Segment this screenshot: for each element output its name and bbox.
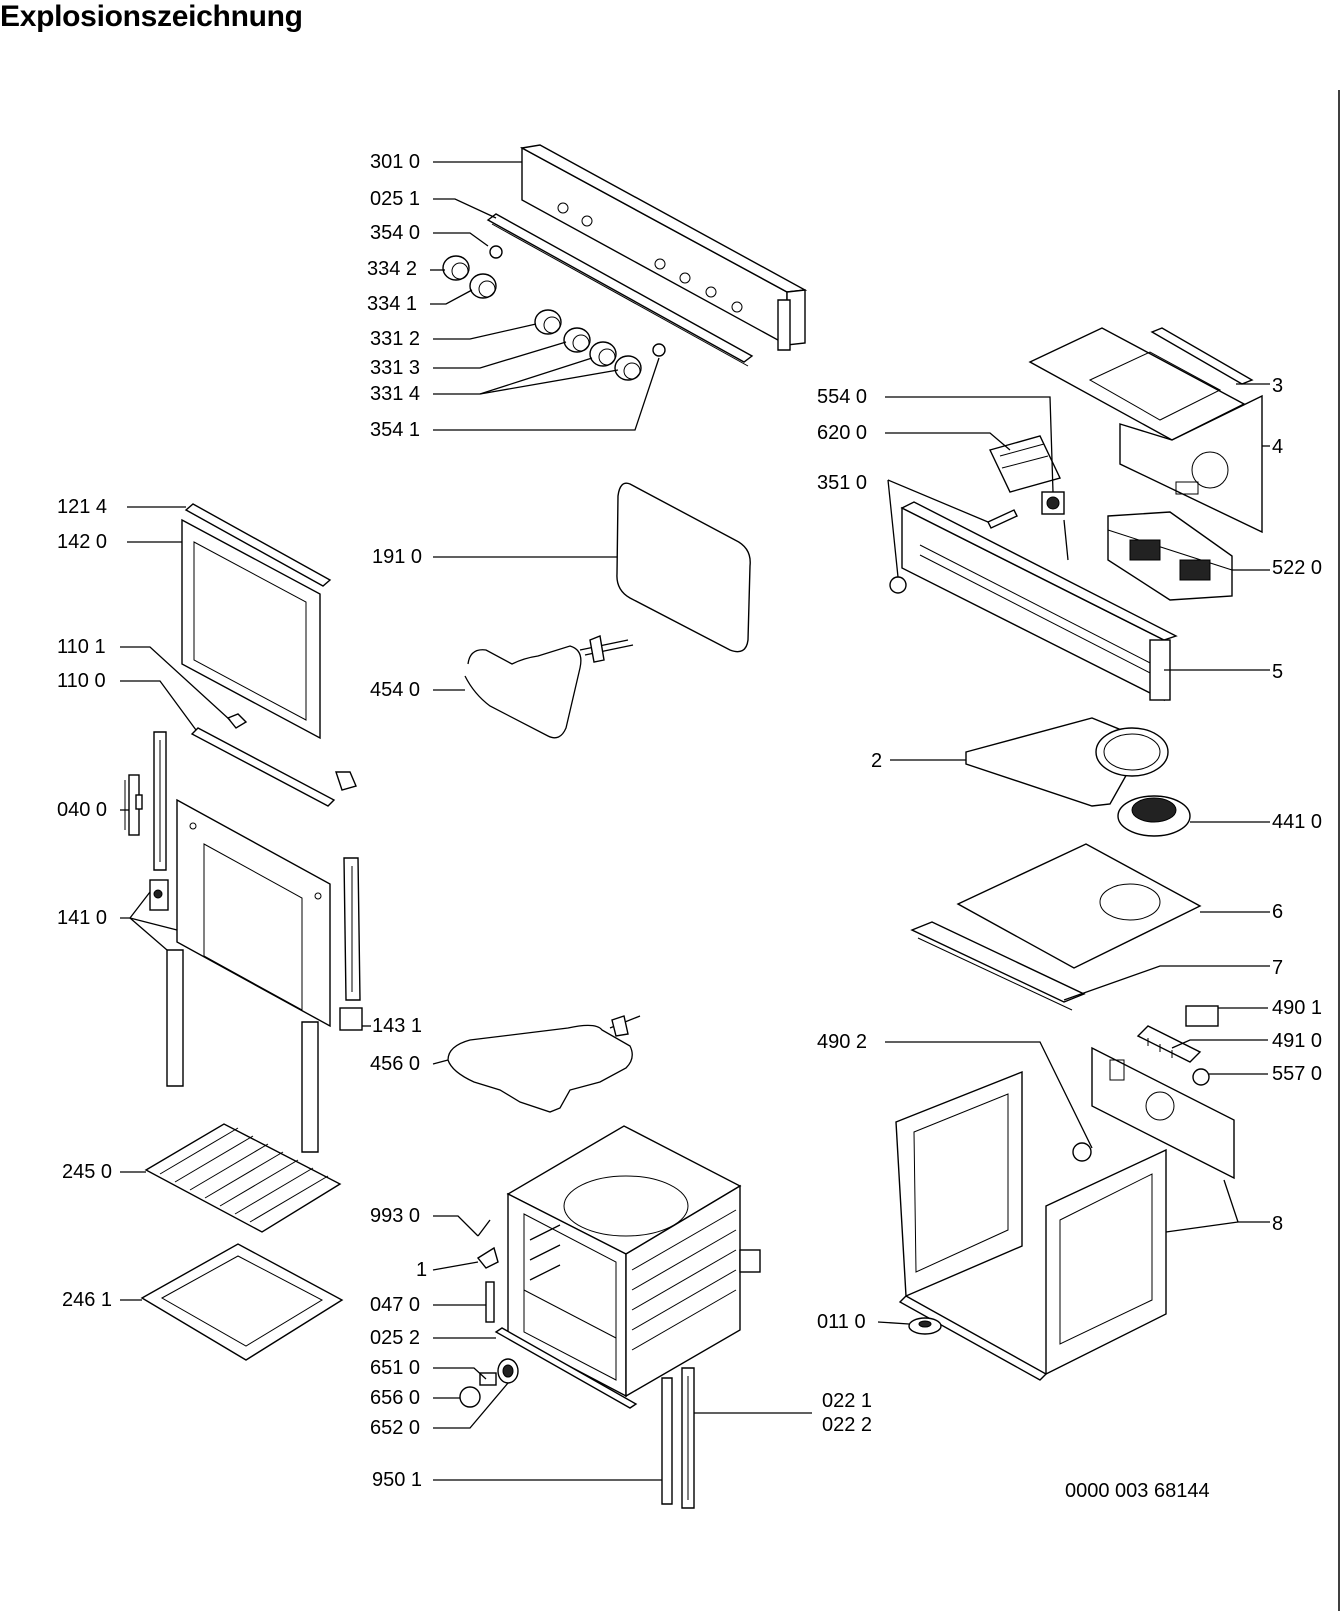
part-label-652-0: 652 0 (370, 1417, 421, 1439)
part-label-354-0: 354 0 (370, 222, 421, 244)
part-label-1: 1 (416, 1259, 428, 1281)
cavity-front-strip (494, 1327, 638, 1409)
oven-small-parts (459, 1219, 519, 1408)
part-label-454-0: 454 0 (370, 679, 421, 701)
part-label-143-1: 143 1 (372, 1015, 423, 1037)
part-label-2: 2 (871, 750, 883, 772)
part-label-8: 8 (1272, 1213, 1284, 1235)
part-label-3: 3 (1272, 375, 1284, 397)
top-panel-6-7 (910, 843, 1202, 1011)
part-label-554-0: 554 0 (817, 386, 868, 408)
door-side-rail-left (153, 731, 167, 871)
part-label-047-0: 047 0 (370, 1294, 421, 1316)
part-label-441-0: 441 0 (1272, 811, 1323, 833)
part-label-490-2: 490 2 (817, 1031, 868, 1053)
outer-casing-8 (895, 1070, 1167, 1381)
part-label-110-0: 110 0 (57, 670, 106, 692)
fan-housing-2 (965, 717, 1169, 807)
part-label-301-0: 301 0 (370, 151, 421, 173)
thermostat-554 (1041, 491, 1069, 561)
door-side-rail-right (339, 857, 363, 1031)
oven-rack (144, 1123, 342, 1233)
door-handle-bar (184, 503, 332, 587)
part-label-4: 4 (1272, 436, 1284, 458)
part-label-354-1: 354 1 (370, 419, 421, 441)
door-hinge-040 (124, 774, 143, 836)
door-gasket (616, 482, 751, 653)
door-trim-110 (190, 713, 357, 807)
control-panel (519, 144, 808, 351)
part-label-557-0: 557 0 (1272, 1063, 1323, 1085)
terminal-strip-491 (1136, 1025, 1202, 1063)
part-label-456-0: 456 0 (370, 1053, 421, 1075)
part-label-5: 5 (1272, 661, 1284, 683)
part-label-141-0: 141 0 (57, 907, 108, 929)
part-label-656-0: 656 0 (370, 1387, 421, 1409)
part-label-331-2: 331 2 (370, 328, 421, 350)
outer-door-glass (181, 518, 321, 740)
sensor-351 (889, 509, 1018, 594)
door-insulation-strips (166, 949, 319, 1153)
part-label-025-1: 025 1 (370, 188, 421, 210)
part-label-011-0: 011 0 (817, 1311, 866, 1333)
part-label-334-2: 334 2 (367, 258, 418, 280)
knobs (442, 245, 666, 381)
electronics-module-522 (1107, 511, 1233, 601)
part-label-331-3: 331 3 (370, 357, 421, 379)
baking-tray (140, 1243, 344, 1361)
part-label-522-0: 522 0 (1272, 557, 1323, 579)
part-label-040-0: 040 0 (57, 799, 108, 821)
part-label-490-1: 490 1 (1272, 997, 1323, 1019)
document-number: 0000 003 68144 (1065, 1480, 1210, 1502)
part-label-191-0: 191 0 (372, 546, 423, 568)
oven-cavity (506, 1125, 761, 1398)
trim-strip (486, 213, 754, 367)
part-label-6: 6 (1272, 901, 1284, 923)
inner-door-glass (176, 798, 331, 1028)
rear-panel-8 (1091, 1046, 1235, 1180)
part-label-022-1: 022 1 (822, 1390, 873, 1412)
part-label-022-2: 022 2 (822, 1414, 873, 1436)
top-heating-element (464, 635, 634, 739)
part-label-351-0: 351 0 (817, 472, 868, 494)
fan-motor-441 (1117, 795, 1191, 837)
part-label-331-4: 331 4 (370, 383, 421, 405)
part-label-993-0: 993 0 (370, 1205, 421, 1227)
door-hinge-block (149, 879, 169, 911)
part-label-246-1: 246 1 (62, 1289, 113, 1311)
part-label-651-0: 651 0 (370, 1357, 421, 1379)
part-label-334-1: 334 1 (367, 293, 418, 315)
part-label-121-4: 121 4 (57, 496, 108, 518)
part-label-110-1: 110 1 (57, 636, 106, 658)
part-label-025-2: 025 2 (370, 1327, 421, 1349)
bracket-490-1 (1185, 1005, 1219, 1027)
foot-011 (908, 1317, 942, 1335)
part-label-491-0: 491 0 (1272, 1030, 1323, 1052)
part-label-245-0: 245 0 (62, 1161, 113, 1183)
part-label-950-1: 950 1 (372, 1469, 423, 1491)
rear-cover-3-4 (1028, 327, 1263, 534)
part-label-7: 7 (1272, 957, 1284, 979)
clip-557 (1192, 1068, 1210, 1086)
page-title: Explosionszeichnung (0, 0, 303, 33)
leader-lines (120, 161, 1270, 1481)
part-label-620-0: 620 0 (817, 422, 868, 444)
bottom-heating-element (447, 1015, 641, 1113)
part-label-142-0: 142 0 (57, 531, 108, 553)
cavity-side-strips (661, 1367, 695, 1509)
front-frame-5 (900, 501, 1178, 702)
terminal-block-620 (989, 435, 1061, 493)
